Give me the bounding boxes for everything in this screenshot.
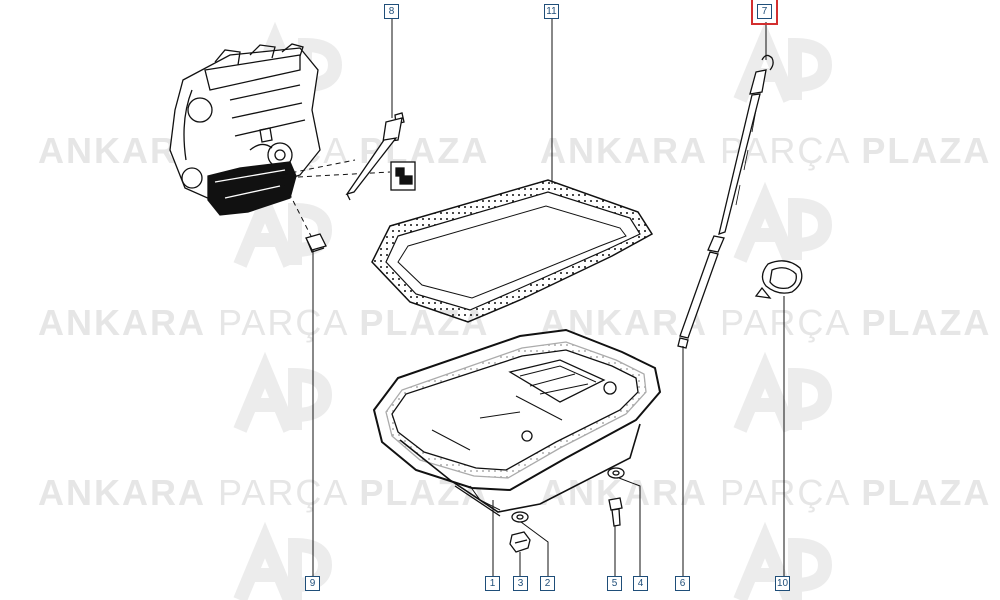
callout-label: 2 [544,578,551,589]
connector-icon [390,161,416,191]
callout-10[interactable]: 10 [775,576,790,591]
pan-bolt [608,497,623,527]
drain-bolt [509,531,531,553]
callout-7-selected[interactable]: 7 [751,0,778,25]
callout-label: 4 [637,578,644,589]
callout-label: 6 [679,578,686,589]
watermark-text: ANKARA PARÇA PLAZA [38,472,490,513]
dipstick [718,54,774,235]
callout-3[interactable]: 3 [513,576,528,591]
engine-block-illustration [169,43,321,216]
callout-9[interactable]: 9 [305,576,320,591]
leader-lines [312,18,785,576]
oil-pan-gasket [371,179,654,323]
tube-clip [754,260,803,299]
callout-label: 9 [309,578,316,589]
ap-logo-icon [233,351,333,433]
ap-logo-icon [733,181,833,263]
callout-label: 10 [776,578,789,589]
leader-lines-dashed [264,159,391,239]
dipstick-guide-tube [677,235,725,349]
callout-5[interactable]: 5 [607,576,622,591]
callout-label: 8 [388,6,395,17]
callout-2[interactable]: 2 [540,576,555,591]
ap-logo-icon [733,351,833,433]
pan-bolt-washer [607,467,625,479]
callout-label: 11 [546,6,557,17]
drain-washer [511,511,529,523]
oil-level-sensor [345,112,405,201]
callout-label: 3 [517,578,524,589]
callout-8[interactable]: 8 [384,4,399,19]
oil-pan [372,328,662,517]
callout-11[interactable]: 11 [544,4,559,19]
drain-plug [305,233,327,253]
callout-label: 1 [489,578,496,589]
callout-6[interactable]: 6 [675,576,690,591]
watermark-text: ANKARA PARÇA PLAZA [540,302,992,343]
callout-4[interactable]: 4 [633,576,648,591]
callout-label: 5 [611,578,618,589]
callout-label: 7 [761,6,768,17]
callout-1[interactable]: 1 [485,576,500,591]
